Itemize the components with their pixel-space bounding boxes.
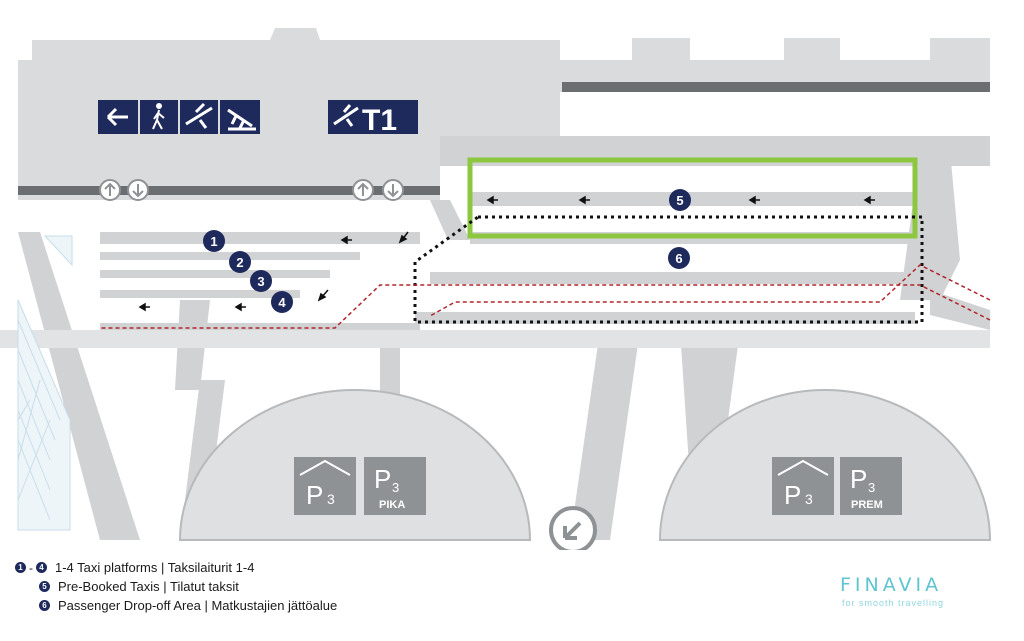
legend-marker-1: 1 <box>15 562 26 573</box>
svg-text:3: 3 <box>805 491 813 507</box>
svg-text:6: 6 <box>675 251 682 266</box>
lane-arrows <box>138 195 875 312</box>
svg-text:PIKA: PIKA <box>379 499 405 511</box>
svg-text:3: 3 <box>392 480 399 495</box>
svg-text:P: P <box>850 464 867 494</box>
svg-text:PREM: PREM <box>851 499 883 511</box>
pedestrian-area <box>17 235 73 531</box>
terminal-map: P 3 P 3 PIKA P 3 P 3 PREM T1 <box>0 28 992 550</box>
dropoff-area <box>413 215 924 324</box>
legend-text-platforms: 1-4 Taxi platforms | Taksilaiturit 1-4 <box>55 560 255 575</box>
svg-text:5: 5 <box>676 193 683 208</box>
svg-text:4: 4 <box>278 295 286 310</box>
legend-item-platforms: 1 - 4 1-4 Taxi platforms | Taksilaiturit… <box>15 558 337 577</box>
legend-text-prebooked: Pre-Booked Taxis | Tilatut taksit <box>58 579 239 594</box>
svg-text:3: 3 <box>327 491 335 507</box>
svg-text:P: P <box>306 480 323 510</box>
svg-text:P: P <box>374 464 391 494</box>
map-legend: 1 - 4 1-4 Taxi platforms | Taksilaiturit… <box>15 558 337 615</box>
exit-arrow-icon <box>549 506 597 550</box>
legend-marker-6: 6 <box>39 600 50 611</box>
platform-marker-1: 1 <box>203 230 225 252</box>
legend-text-dropoff: Passenger Drop-off Area | Matkustajien j… <box>58 598 338 613</box>
parking-sign-p3: P 3 <box>294 457 356 515</box>
svg-text:3: 3 <box>257 274 264 289</box>
prebooked-taxi-area <box>467 157 918 239</box>
brand-tagline: for smooth travelling <box>842 598 945 608</box>
direction-signs: T1 <box>98 100 418 137</box>
legend-marker-4: 4 <box>36 562 47 573</box>
platform-marker-4: 4 <box>271 291 293 313</box>
parking-sign-p3-pika: P 3 PIKA <box>364 457 426 515</box>
parking-sign-p3-prem: P 3 PREM <box>840 457 902 515</box>
legend-item-dropoff: 6 Passenger Drop-off Area | Matkustajien… <box>15 596 337 615</box>
finavia-logo: FINAVIA for smooth travelling <box>840 574 1000 608</box>
legend-item-prebooked: 5 Pre-Booked Taxis | Tilatut taksit <box>15 577 337 596</box>
taxi-route <box>100 264 991 329</box>
dropoff-marker: 6 <box>668 247 690 269</box>
platform-marker-2: 2 <box>229 251 251 273</box>
prebooked-marker: 5 <box>669 189 691 211</box>
svg-text:P: P <box>784 480 801 510</box>
svg-text:1: 1 <box>210 234 217 249</box>
svg-text:3: 3 <box>868 480 875 495</box>
legend-marker-5: 5 <box>39 581 50 592</box>
brand-name: FINAVIA <box>840 574 943 596</box>
platform-marker-3: 3 <box>250 270 272 292</box>
svg-text:2: 2 <box>236 255 243 270</box>
terminal-label: T1 <box>362 104 397 137</box>
parking-sign-p3-right: P 3 <box>772 457 834 515</box>
terminal-building <box>18 28 990 200</box>
